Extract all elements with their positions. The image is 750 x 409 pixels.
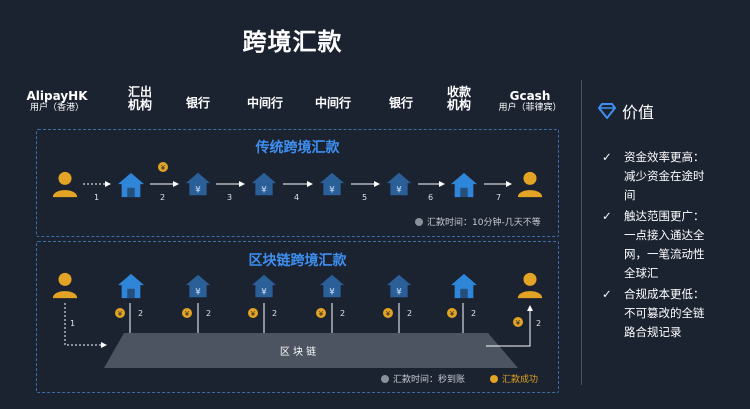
value-line: 触达范围更广： xyxy=(624,209,705,223)
value-line: 路合规记录 xyxy=(624,325,682,339)
value-line: 一点接入通达全 xyxy=(624,228,705,242)
check-circle-icon xyxy=(490,374,498,383)
column-header-remit-org: 汇出 机构 xyxy=(127,85,152,112)
value-item: ✓ 触达范围更广： 一点接入通达全 网，一笔流动性 全球汇 xyxy=(602,207,742,283)
column-header-intermediary-1: 中间行 xyxy=(246,96,283,110)
value-line: 不可篡改的全链 xyxy=(624,306,705,320)
value-list: ✓ 资金效率更高： 减少资金在途时 间 ✓ 触达范围更广： 一点接入通达全 网，… xyxy=(602,148,742,342)
column-header-sub: 用户（菲律宾） xyxy=(498,103,562,113)
value-line: 减少资金在途时 xyxy=(624,169,705,183)
column-header-intermediary-2: 中间行 xyxy=(314,96,351,110)
blockchain-time-note: 汇款时间：秒到账 xyxy=(381,372,465,385)
column-header-gcash: Gcash 用户（菲律宾） xyxy=(495,90,565,114)
blockchain-panel-title: 区块链跨境汇款 xyxy=(248,253,347,269)
check-icon: ✓ xyxy=(602,287,612,301)
value-line: 资金效率更高： xyxy=(624,150,705,164)
traditional-time-note: 汇款时间：10分钟-几天不等 xyxy=(415,215,541,228)
check-icon: ✓ xyxy=(602,209,612,223)
column-header-sub: 用户（香港） xyxy=(29,103,84,113)
panel-divider xyxy=(581,80,582,385)
value-item: ✓ 资金效率更高： 减少资金在途时 间 xyxy=(602,148,742,205)
check-icon: ✓ xyxy=(602,150,612,164)
blockchain-success-note: 汇款成功 xyxy=(490,372,538,385)
clock-icon xyxy=(381,374,389,383)
column-header-main: AlipayHK xyxy=(26,89,88,103)
column-header-bank-1: 银行 xyxy=(185,96,210,110)
column-header-main: Gcash xyxy=(509,89,551,103)
value-line: 网，一笔流动性 xyxy=(624,247,705,261)
value-title-text: 价值 xyxy=(622,103,655,122)
value-line: 间 xyxy=(624,188,636,202)
page-title: 跨境汇款 xyxy=(242,28,343,56)
clock-icon xyxy=(415,217,423,226)
column-header-receive-org: 收款 机构 xyxy=(446,85,471,112)
diamond-icon xyxy=(598,103,616,119)
time-note-text: 汇款时间：秒到账 xyxy=(393,375,466,385)
blockchain-remittance-panel: 区块链跨境汇款 汇款时间：秒到账 汇款成功 xyxy=(36,241,559,393)
success-note-text: 汇款成功 xyxy=(502,375,539,385)
traditional-remittance-panel: 传统跨境汇款 汇款时间：10分钟-几天不等 xyxy=(36,129,559,237)
column-header-alipayhk: AlipayHK 用户（香港） xyxy=(22,90,92,114)
value-item: ✓ 合规成本更低： 不可篡改的全链 路合规记录 xyxy=(602,285,742,342)
traditional-panel-title: 传统跨境汇款 xyxy=(255,140,340,156)
value-line: 合规成本更低： xyxy=(624,287,705,301)
value-line: 全球汇 xyxy=(624,266,659,280)
column-header-bank-2: 银行 xyxy=(388,96,413,110)
value-panel-title: 价值 xyxy=(598,99,654,123)
time-note-text: 汇款时间：10分钟-几天不等 xyxy=(427,218,541,228)
